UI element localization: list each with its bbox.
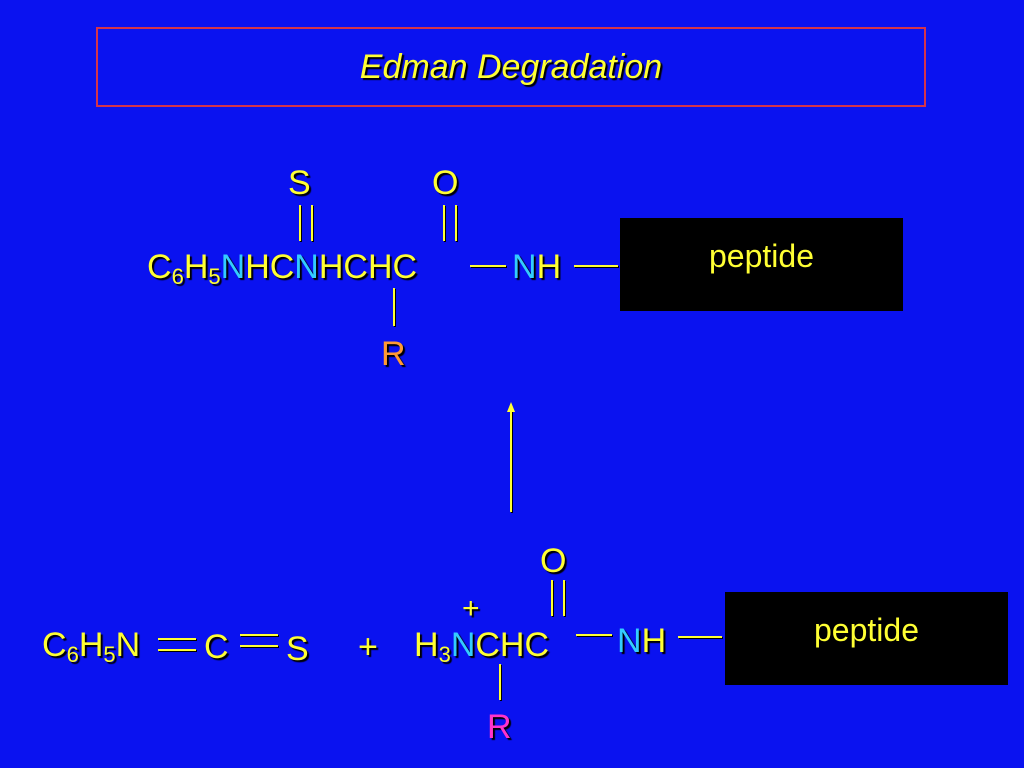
- product-oxygen: O: [432, 164, 459, 202]
- pitc-cs-double-bond-a: [240, 634, 278, 636]
- reactant-h3-subscript: 3: [438, 642, 451, 667]
- product-nh-peptide-bond: [574, 265, 618, 267]
- pitc-formula: C6H5N: [42, 626, 141, 666]
- pitc-s: S: [286, 630, 309, 668]
- reactant-h3: H: [414, 626, 439, 664]
- pitc-h: H: [78, 626, 104, 664]
- reactant-h4: H: [641, 622, 667, 660]
- product-h: H: [183, 248, 209, 286]
- reactant-n2: N: [450, 626, 476, 664]
- pitc-n: N: [115, 626, 141, 664]
- product-co-double-bond-a: [443, 205, 445, 241]
- reactant-r-group: R: [487, 708, 512, 746]
- amine-charge: +: [462, 592, 480, 625]
- product-n2: N: [294, 248, 319, 286]
- reactant-oxygen: O: [540, 542, 567, 580]
- product-n1: N: [220, 248, 246, 286]
- product-n3: N: [512, 248, 537, 286]
- pitc-c-subscript: 6: [66, 642, 79, 667]
- product-peptide-label: peptide: [709, 238, 814, 274]
- product-sulfur: S: [288, 164, 311, 202]
- product-hc1: HC: [245, 248, 295, 286]
- plus-sign: +: [358, 628, 378, 666]
- reaction-arrow-icon: [507, 402, 515, 513]
- pitc-nc-double-bond-b: [158, 649, 196, 651]
- product-chain: C6H5NHCNHCHC: [147, 248, 418, 288]
- product-h-subscript: 5: [208, 264, 221, 289]
- product-nh: NH: [512, 250, 561, 284]
- reactant-peptide-label: peptide: [814, 612, 919, 648]
- reactant-r-bond: [499, 664, 501, 700]
- product-peptide-box: peptide: [620, 218, 903, 311]
- product-c-subscript: 6: [171, 264, 184, 289]
- product-h3: H: [536, 248, 562, 286]
- reactant-chc: CHC: [475, 626, 550, 664]
- reactant-nh-peptide-bond: [678, 636, 722, 638]
- product-co-double-bond-b: [455, 205, 457, 241]
- pitc-h-subscript: 5: [103, 642, 116, 667]
- product-cs-double-bond-a: [299, 205, 301, 241]
- reactant-c-nh-bond: [576, 634, 612, 636]
- pitc-c: C: [42, 626, 67, 664]
- product-c: C: [147, 248, 172, 286]
- slide-title: Edman Degradation: [359, 47, 663, 86]
- amino-terminal: H3NCHC: [414, 626, 550, 666]
- reactant-n3: N: [617, 622, 642, 660]
- product-hchc: HCHC: [318, 248, 418, 286]
- product-r-bond: [393, 288, 395, 326]
- pitc-cs-double-bond-b: [240, 645, 278, 647]
- product-c-nh-bond: [470, 265, 506, 267]
- reactant-peptide-box: peptide: [725, 592, 1008, 685]
- reactant-co-double-bond-a: [551, 580, 553, 616]
- product-cs-double-bond-b: [311, 205, 313, 241]
- pitc-nc-double-bond-a: [158, 638, 196, 640]
- product-r-group: R: [381, 335, 406, 373]
- reactant-nh: NH: [617, 624, 666, 658]
- reactant-co-double-bond-b: [563, 580, 565, 616]
- title-box: Edman Degradation: [96, 27, 926, 107]
- pitc-c2: C: [204, 628, 229, 666]
